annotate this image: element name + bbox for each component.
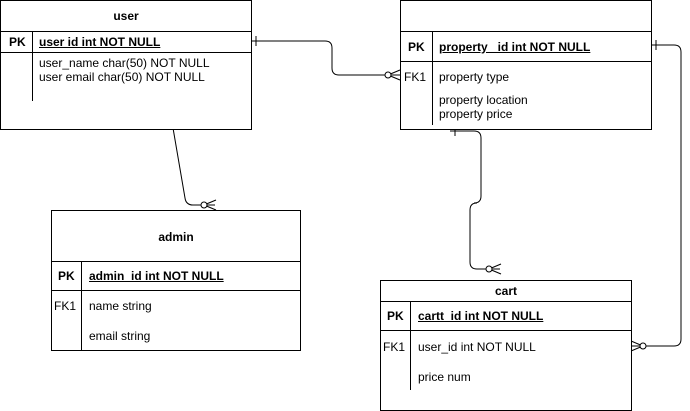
fk-label: FK1 bbox=[54, 299, 77, 313]
zero-mark-property-cart bbox=[485, 265, 493, 273]
column-divider bbox=[81, 262, 82, 350]
field-admin-email: email string bbox=[89, 329, 151, 343]
field-user-email: user email char(50) NOT NULL bbox=[39, 70, 205, 84]
column-divider bbox=[32, 32, 33, 101]
divider bbox=[401, 31, 651, 32]
field-property-price: property price bbox=[439, 107, 513, 121]
zero-mark-user-admin bbox=[200, 201, 208, 209]
pk-label: PK bbox=[408, 40, 425, 54]
divider bbox=[381, 301, 631, 302]
pk-field: property _id int NOT NULL bbox=[439, 40, 591, 54]
zero-mark-user-property bbox=[384, 71, 392, 79]
divider bbox=[1, 31, 251, 32]
divider bbox=[52, 261, 300, 262]
user-table[interactable]: user PK user id int NOT NULL user_name c… bbox=[0, 0, 252, 130]
fk-label: FK1 bbox=[404, 70, 427, 84]
connector-property-cart-right bbox=[631, 44, 682, 347]
divider bbox=[52, 290, 300, 291]
connector-property-cart bbox=[450, 130, 500, 270]
property-table[interactable]: PK property _id int NOT NULL FK1 propert… bbox=[400, 0, 652, 130]
field-cart-user-id: user_id int NOT NULL bbox=[418, 340, 536, 354]
fk-label: FK1 bbox=[383, 340, 406, 354]
column-divider bbox=[432, 32, 433, 125]
field-admin-name: name string bbox=[89, 299, 152, 313]
field-property-location: property location bbox=[439, 93, 528, 107]
admin-table[interactable]: admin PK admin_id int NOT NULL FK1 name … bbox=[51, 210, 301, 351]
pk-field: cartt_id int NOT NULL bbox=[418, 309, 544, 323]
connector-user-admin bbox=[140, 120, 215, 206]
table-title: user bbox=[113, 9, 139, 23]
field-user-name: user_name char(50) NOT NULL bbox=[39, 56, 210, 70]
divider bbox=[401, 61, 651, 62]
field-cart-price: price num bbox=[418, 370, 471, 384]
column-divider bbox=[410, 302, 411, 390]
table-title: cart bbox=[494, 284, 517, 298]
pk-field: user id int NOT NULL bbox=[39, 35, 161, 49]
pk-field: admin_id int NOT NULL bbox=[89, 269, 224, 283]
divider bbox=[381, 330, 631, 331]
pk-label: PK bbox=[387, 309, 404, 323]
pk-label: PK bbox=[9, 35, 26, 49]
table-title: admin bbox=[158, 230, 194, 244]
connector-user-property bbox=[251, 40, 400, 76]
field-property-type: property type bbox=[439, 70, 510, 84]
zero-mark-property-cart-right bbox=[639, 342, 647, 350]
pk-label: PK bbox=[58, 269, 75, 283]
cart-table[interactable]: cart PK cartt_id int NOT NULL FK1 user_i… bbox=[380, 280, 632, 411]
divider bbox=[1, 52, 251, 53]
